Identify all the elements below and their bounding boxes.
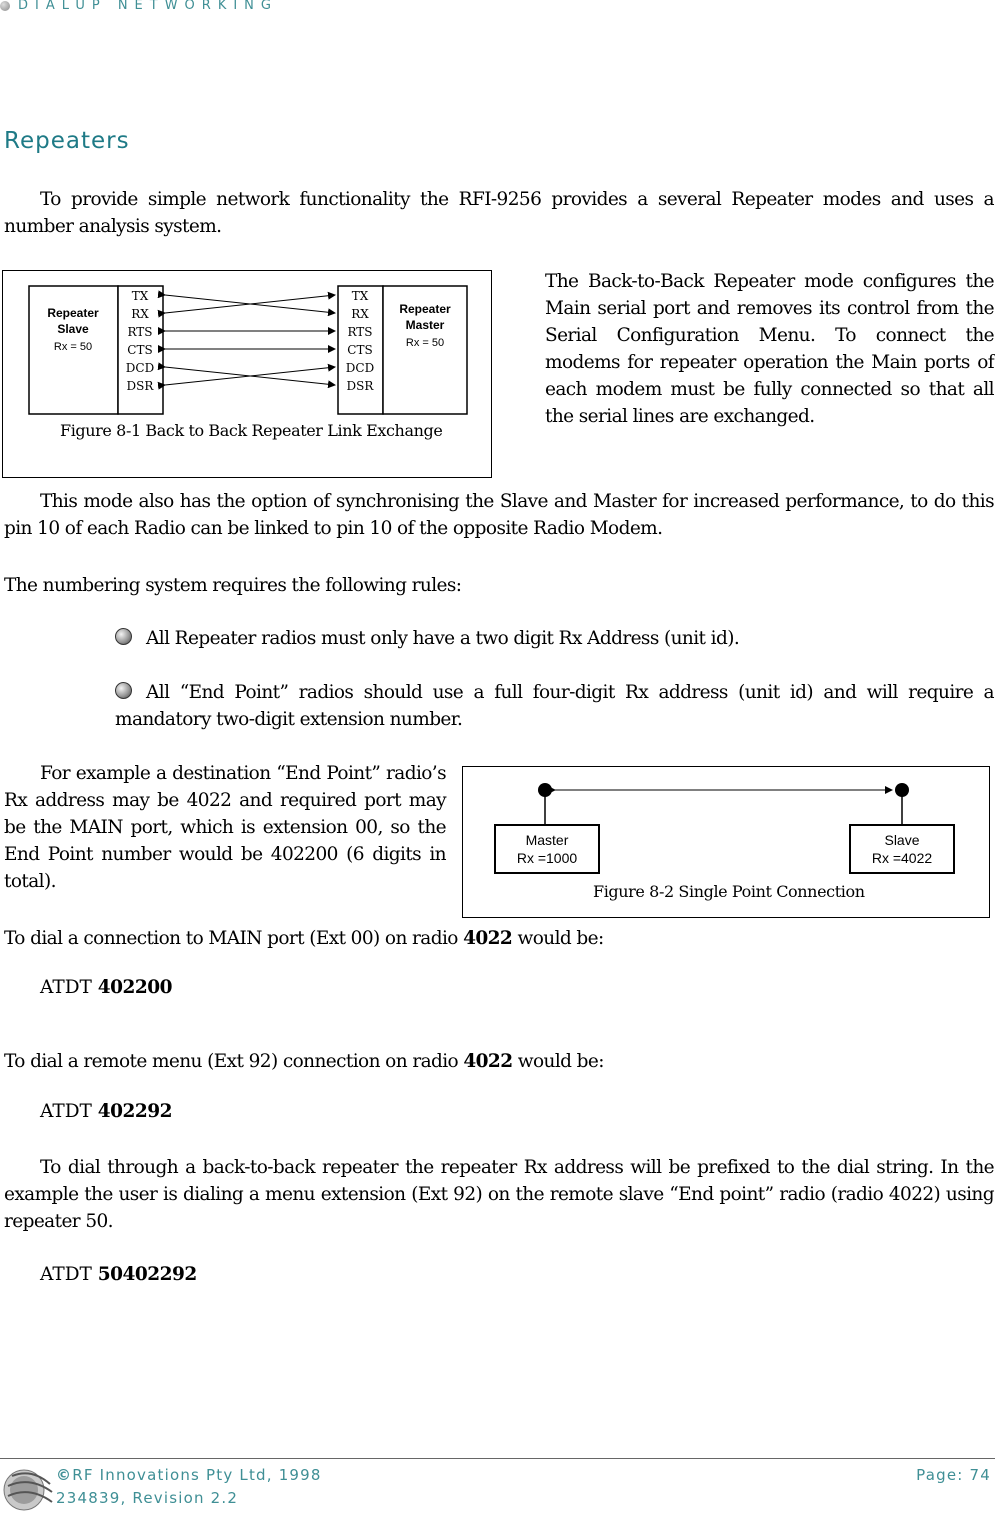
slave-title2: Slave <box>57 322 89 336</box>
right-signal: RTS <box>347 325 372 339</box>
single-point-diagram: Master Rx =1000 Slave Rx =4022 <box>494 783 955 874</box>
bullet-icon <box>115 628 132 645</box>
master-title1: Repeater <box>399 302 451 316</box>
b2b-paragraph: The Back-to-Back Repeater mode configure… <box>545 271 995 427</box>
radio-id: 4022 <box>463 1051 513 1072</box>
left-signal: CTS <box>127 343 152 357</box>
footer-page-number: Page: 74 <box>916 1466 991 1484</box>
slave-signal-box <box>117 285 164 415</box>
figure-back-to-back: Repeater Slave Rx = 50 Repeater Master R… <box>2 270 492 478</box>
rule-item: All Repeater radios must only have a two… <box>115 625 994 652</box>
master-signal-box <box>337 285 384 415</box>
master-box <box>494 824 600 874</box>
footer-copyright: ©RF Innovations Pty Ltd, 1998 <box>56 1466 322 1484</box>
right-signal: TX <box>352 289 369 303</box>
header-bullet-icon <box>0 0 10 11</box>
master-title2: Master <box>406 318 445 332</box>
left-signal: TX <box>132 289 149 303</box>
back-to-back-diagram: Repeater Slave Rx = 50 Repeater Master R… <box>28 285 468 415</box>
slave-box <box>849 824 955 874</box>
radio-id: 4022 <box>463 928 513 949</box>
rules-intro: The numbering system requires the follow… <box>4 575 462 596</box>
figure-single-point: Master Rx =1000 Slave Rx =4022 Figure 8-… <box>462 766 990 918</box>
left-signal: RTS <box>127 325 152 339</box>
company-logo <box>3 1469 53 1511</box>
left-signal: RX <box>131 307 149 321</box>
repeater-paragraph: To dial through a back-to-back repeater … <box>4 1157 995 1232</box>
rule-text: All “End Point” radios should use a full… <box>115 682 995 730</box>
intro-paragraph: To provide simple network functionality … <box>4 189 995 237</box>
rule-item: All “End Point” radios should use a full… <box>115 679 995 733</box>
footer-doc-revision: 234839, Revision 2.2 <box>56 1489 239 1507</box>
crossover-lines <box>157 290 336 390</box>
copyright-icon: © <box>56 1466 73 1484</box>
sync-paragraph: This mode also has the option of synchro… <box>4 491 995 539</box>
master-rx: Rx =1000 <box>517 850 578 866</box>
page-heading: Repeaters <box>4 128 130 154</box>
section-header: DIALUP NETWORKING <box>0 0 278 13</box>
left-signal: DCD <box>126 361 154 375</box>
right-signal: CTS <box>347 343 372 357</box>
master-title: Master <box>526 832 569 848</box>
left-signal: DSR <box>127 379 155 393</box>
slave-box <box>28 285 119 415</box>
slave-rx: Rx = 50 <box>54 341 92 353</box>
slave-rx: Rx =4022 <box>872 850 933 866</box>
atdt-command-2: ATDT 402292 <box>40 1101 172 1122</box>
footer-divider <box>0 1458 995 1459</box>
right-signal: DSR <box>347 379 375 393</box>
dial-main-paragraph: To dial a connection to MAIN port (Ext 0… <box>4 928 604 949</box>
bullet-icon <box>115 682 132 699</box>
section-title: DIALUP NETWORKING <box>18 0 278 13</box>
right-signal: DCD <box>346 361 374 375</box>
atdt-command-3: ATDT 50402292 <box>40 1264 197 1285</box>
example-paragraph: For example a destination “End Point” ra… <box>4 763 447 892</box>
slave-title: Slave <box>884 832 919 848</box>
rule-text: All Repeater radios must only have a two… <box>146 628 740 649</box>
dial-menu-paragraph: To dial a remote menu (Ext 92) connectio… <box>4 1051 605 1072</box>
slave-title1: Repeater <box>47 306 99 320</box>
figure1-caption: Figure 8-1 Back to Back Repeater Link Ex… <box>60 421 443 440</box>
master-box <box>382 285 468 415</box>
figure2-caption: Figure 8-2 Single Point Connection <box>593 882 865 901</box>
right-signal: RX <box>351 307 369 321</box>
master-rx: Rx = 50 <box>406 337 444 349</box>
atdt-command-1: ATDT 402200 <box>40 977 172 998</box>
